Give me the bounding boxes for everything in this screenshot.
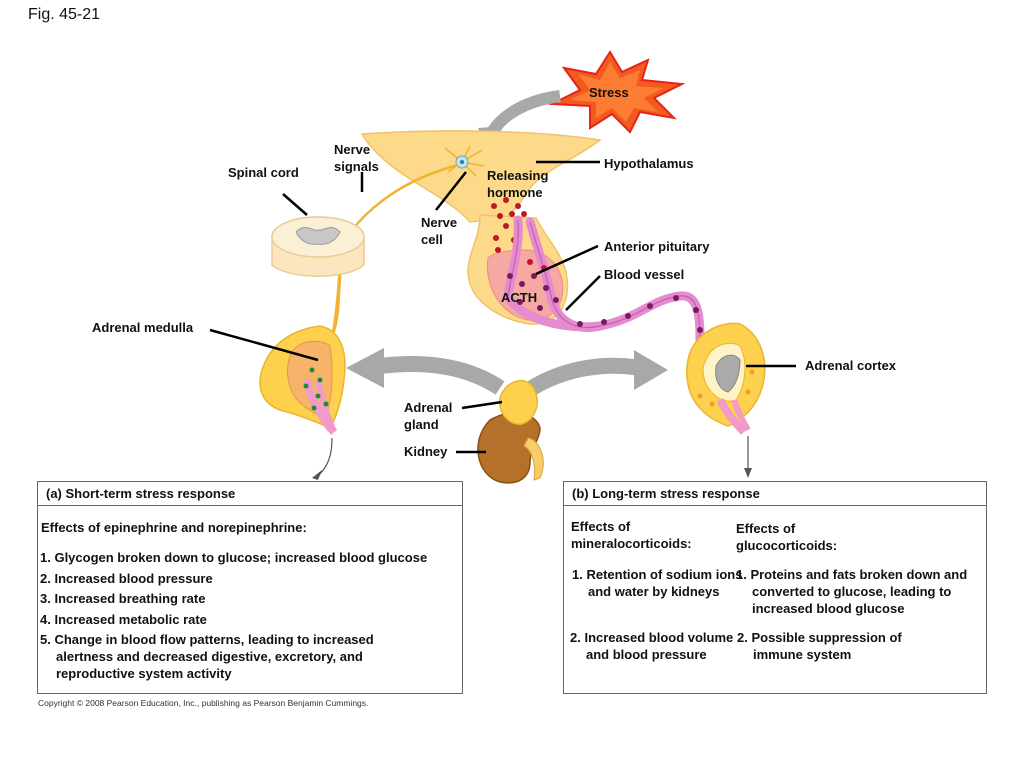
label-adrenal-medulla: Adrenal medulla [92,320,194,335]
figure-label: Fig. 45-21 [28,6,101,23]
short-term-heading: Effects of epinephrine and norepinephrin… [41,520,307,535]
glucocorticoids-item: 2. Possible suppression of immune system [737,630,902,662]
mineralocorticoids-heading: Effects of mineralocorticoids: [571,519,692,551]
short-term-item: 4. Increased metabolic rate [40,612,207,627]
spinal-cord-shape [271,216,365,277]
adrenal-gland-shape [499,379,538,425]
glucocorticoids-heading: Effects of glucocorticoids: [736,521,838,553]
short-term-box: (a) Short-term stress response Effects o… [37,481,463,694]
kidney-illustration [477,412,544,484]
label-stress: Stress [589,85,629,100]
copyright-notice: Copyright © 2008 Pearson Education, Inc.… [38,698,369,708]
label-hypothalamus: Hypothalamus [604,156,694,171]
label-blood-vessel: Blood vessel [604,267,685,282]
short-term-item: 2. Increased blood pressure [40,571,213,586]
label-kidney: Kidney [404,444,448,459]
long-term-title: (b) Long-term stress response [564,482,986,506]
stress-arrow [486,90,561,136]
long-term-box: (b) Long-term stress response Effects of… [563,481,987,694]
short-term-item: 5. Change in blood flow patterns, leadin… [40,632,374,681]
mineralocorticoids-item: 2. Increased blood volume and blood pres… [570,630,734,662]
label-adrenal-cortex: Adrenal cortex [805,358,897,373]
hypothalamus-shape [360,130,602,223]
label-anterior-pituitary: Anterior pituitary [604,239,710,254]
adrenal-cortex-illustration [685,322,766,435]
releasing-hormone-dots [491,197,527,243]
acth-dots [507,273,703,333]
adrenal-medulla-illustration [259,325,346,435]
arrow-to-medulla [379,356,505,395]
short-term-title: (a) Short-term stress response [38,482,462,506]
glucocorticoids-item: 1. Proteins and fats broken down and con… [736,567,968,616]
label-spinal-cord: Spinal cord [228,165,299,180]
mineralocorticoids-item: 1. Retention of sodium ions and water by… [572,567,743,599]
label-nerve-signals: Nerve signals [334,142,379,174]
label-adrenal-gland: Adrenal gland [404,400,453,432]
short-term-item: 1. Glycogen broken down to glucose; incr… [40,550,428,565]
label-releasing-hormone: Releasing hormone [487,168,549,200]
label-acth: ACTH [501,290,538,305]
label-nerve-cell: Nerve cell [421,215,458,247]
short-term-item: 3. Increased breathing rate [40,591,206,606]
arrow-to-cortex [527,357,642,395]
leader-lines [209,160,796,454]
